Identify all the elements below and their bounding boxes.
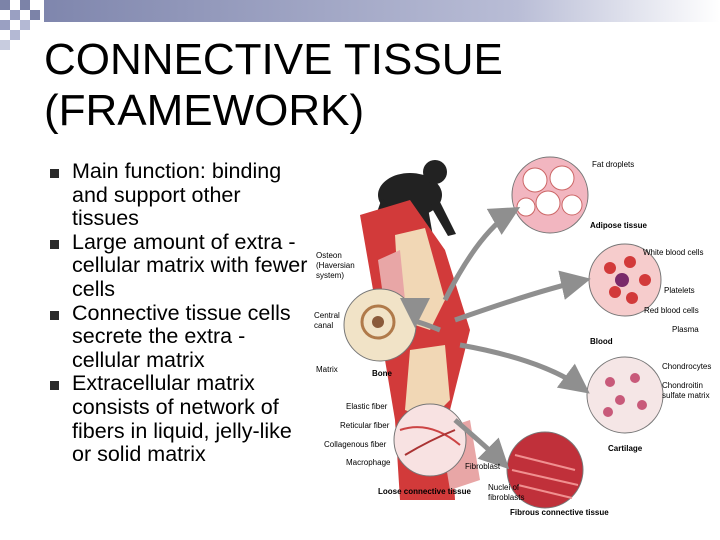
- loose-connective-tissue-circle: [393, 403, 467, 477]
- figure-labels: Fat droplets Adipose tissue Osteon (Have…: [314, 160, 711, 517]
- osteon-label-1: Osteon: [316, 251, 342, 260]
- bullet-item: Extracellular matrix consists of network…: [50, 372, 312, 466]
- bullet-item: Large amount of extra -cellular matrix w…: [50, 229, 312, 302]
- bullet-square-icon: [50, 239, 59, 249]
- chondrocytes-label: Chondrocytes: [662, 362, 711, 371]
- nuclei-label-2: fibroblasts: [488, 493, 524, 502]
- chondroitin-label-1: Chondroitin: [662, 381, 703, 390]
- fibrous-connective-tissue-circle: [506, 431, 584, 509]
- white-blood-cells-label: White blood cells: [643, 248, 703, 257]
- macrophage-label: Macrophage: [346, 458, 391, 467]
- header-bar: [44, 0, 720, 22]
- bone-label: Bone: [372, 369, 393, 378]
- nuclei-label-1: Nuclei of: [488, 483, 520, 492]
- reticular-fiber-label: Reticular fiber: [340, 421, 390, 430]
- osteon-label-3: system): [316, 271, 344, 280]
- matrix-label: Matrix: [316, 365, 338, 374]
- elastic-fiber-label: Elastic fiber: [346, 402, 388, 411]
- title-line-1: CONNECTIVE TISSUE: [44, 35, 503, 84]
- bullet-square-icon: [50, 381, 59, 391]
- osteon-label-2: (Haversian: [316, 261, 355, 270]
- bullet-square-icon: [50, 310, 59, 320]
- connective-tissue-diagram: Fat droplets Adipose tissue Osteon (Have…: [314, 156, 711, 517]
- bullet-list: Main function: binding and support other…: [50, 159, 312, 467]
- chondroitin-label-2: sulfate matrix: [662, 391, 710, 400]
- bullet-square-icon: [50, 169, 59, 178]
- cartilage-label: Cartilage: [608, 444, 643, 453]
- bullet-item: Main function: binding and support other…: [50, 159, 312, 231]
- plasma-label: Plasma: [672, 325, 699, 334]
- fibrous-connective-tissue-label: Fibrous connective tissue: [510, 508, 609, 517]
- title-line-2: (FRAMEWORK): [44, 86, 365, 135]
- central-canal-label-1: Central: [314, 311, 340, 320]
- blood-label: Blood: [590, 337, 613, 346]
- cartilage-circle: [586, 356, 664, 434]
- bullet-text: Connective tissue cells secrete the extr…: [72, 300, 291, 372]
- loose-connective-tissue-label: Loose connective tissue: [378, 487, 471, 496]
- corner-decoration: [0, 0, 40, 50]
- bullet-item: Connective tissue cells secrete the extr…: [50, 300, 312, 373]
- arrows: [400, 207, 591, 470]
- platelets-label: Platelets: [664, 286, 695, 295]
- bullet-text: Extracellular matrix consists of network…: [72, 371, 292, 467]
- bone-circle: [343, 288, 417, 362]
- bullet-text: Main function: binding and support other…: [72, 159, 282, 231]
- adipose-tissue-circle: [511, 156, 589, 234]
- fat-droplets-label: Fat droplets: [592, 160, 634, 169]
- central-canal-label-2: canal: [314, 321, 333, 330]
- bullet-text: Large amount of extra -cellular matrix w…: [72, 229, 308, 301]
- adipose-tissue-label: Adipose tissue: [590, 221, 647, 230]
- collagenous-fiber-label: Collagenous fiber: [324, 440, 387, 449]
- red-blood-cells-label: Red blood cells: [644, 306, 699, 315]
- slide-title: CONNECTIVE TISSUE (FRAMEWORK): [44, 34, 564, 136]
- fibroblast-label: Fibroblast: [465, 462, 501, 471]
- blood-circle: [588, 243, 662, 317]
